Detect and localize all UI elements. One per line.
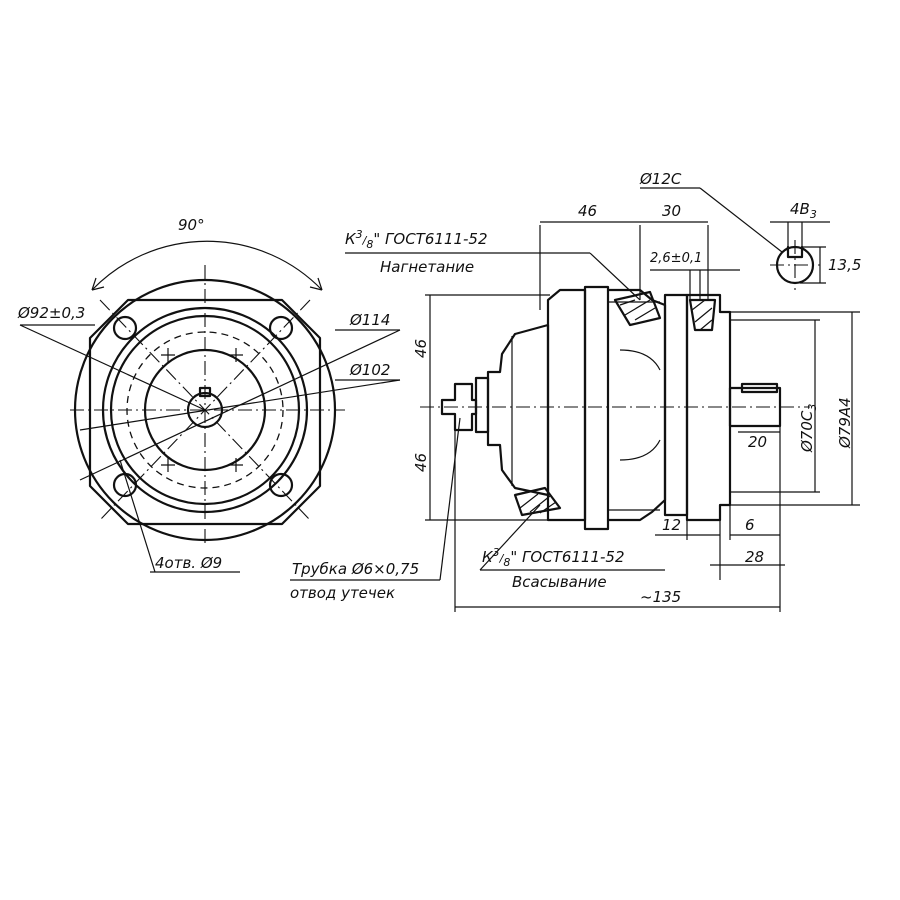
label-70: Ø70С3 (798, 404, 819, 453)
label-92: Ø92±0,3 (17, 304, 85, 322)
dim-arc-90 (91, 240, 323, 291)
leader-pressure (589, 252, 641, 301)
body-rear (546, 288, 587, 522)
label-70-group: Ø70С3 (798, 404, 819, 453)
label-6: 6 (745, 516, 755, 534)
front-view (19, 240, 401, 573)
label-2-6: 2,6±0,1 (650, 251, 702, 266)
label-20: 20 (748, 433, 767, 451)
label-holes: 4отв. Ø9 (155, 554, 222, 572)
flange-section (688, 298, 717, 332)
label-46-top: 46 (578, 202, 597, 220)
label-drain-tube: Трубка Ø6×0,75 (292, 560, 419, 578)
side-view (420, 285, 860, 531)
label-12c: Ø12С (639, 170, 682, 188)
label-102: Ø102 (349, 361, 390, 379)
body-curves (619, 349, 661, 461)
side-dimensions (290, 221, 853, 612)
leader-102 (79, 379, 401, 431)
front-flange (88, 298, 322, 526)
label-135: ~135 (640, 588, 681, 606)
label-pressure-thread: К3/8" ГОСТ6111-52 (345, 228, 488, 251)
label-28: 28 (745, 548, 764, 566)
hole-bottom-right (268, 472, 294, 498)
shaft-key (740, 382, 779, 394)
label-79: Ø79А4 (836, 397, 854, 449)
leader-12c (699, 187, 783, 253)
shaft (728, 386, 782, 428)
shaft-section-keyway (786, 245, 804, 259)
shaft-detail (640, 187, 830, 290)
label-suction-thread: К3/8" ГОСТ6111-52 (482, 546, 625, 569)
label-12: 12 (662, 516, 681, 534)
port-pressure-hatch (619, 299, 656, 321)
port-pressure-section (613, 290, 662, 327)
front-crosses (161, 348, 243, 472)
label-13-5: 13,5 (828, 256, 861, 274)
label-114: Ø114 (349, 311, 390, 329)
port-suction-hatch (519, 493, 557, 514)
label-drain: отвод утечек (290, 584, 395, 602)
label-suction: Всасывание (512, 573, 607, 591)
label-90: 90° (178, 216, 205, 234)
port-suction-section (513, 486, 562, 517)
label-30-top: 30 (662, 202, 681, 220)
leader-suction (479, 504, 541, 571)
label-4b: 4В3 (790, 200, 817, 221)
flange-hatch (691, 299, 713, 331)
label-46-lower: 46 (412, 453, 430, 472)
rear-cover (486, 323, 550, 497)
label-pressure: Нагнетание (380, 258, 474, 276)
mount-hub (663, 293, 689, 517)
body-flange (583, 285, 610, 531)
leader-holes (119, 459, 156, 573)
leader-92 (19, 324, 206, 411)
label-46-upper: 46 (412, 339, 430, 358)
hole-top-left (112, 315, 138, 341)
dim-arc-arrows (91, 277, 323, 291)
leader-drain (439, 417, 461, 581)
drain-collar (474, 376, 490, 434)
hole-top-right (268, 315, 294, 341)
